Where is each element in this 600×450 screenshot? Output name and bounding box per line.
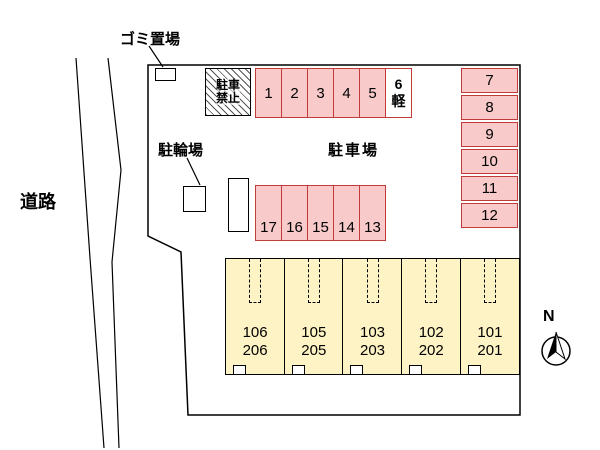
parking-space-6-kei: 6 軽 bbox=[385, 68, 412, 118]
compass-icon bbox=[541, 331, 571, 366]
entrance-porch bbox=[233, 365, 246, 374]
parking-space-12: 12 bbox=[461, 203, 518, 228]
parking-space-17: 17 bbox=[255, 185, 282, 241]
no-parking-box: 駐車 禁止 bbox=[205, 68, 251, 116]
unit-room-numbers: 106 206 bbox=[226, 324, 284, 360]
stair-dashed-outline bbox=[307, 259, 320, 303]
building-unit-102-202: 102 202 bbox=[401, 258, 462, 375]
room-number-upper: 101 bbox=[477, 324, 503, 341]
building-unit-105-205: 105 205 bbox=[283, 258, 344, 375]
parking-space-16: 16 bbox=[281, 185, 308, 241]
stair-dashed-outline bbox=[249, 259, 262, 303]
building-unit-106-206: 106 206 bbox=[225, 258, 286, 375]
parking-space-7: 7 bbox=[461, 68, 518, 93]
parking-space-2: 2 bbox=[281, 68, 308, 118]
kei-mark: 軽 bbox=[391, 93, 406, 109]
building: 106 206 105 205 103 203 102 20 bbox=[225, 258, 521, 375]
road-line-outer bbox=[75, 57, 105, 449]
parking-space-5: 5 bbox=[359, 68, 386, 118]
garbage-box bbox=[155, 68, 176, 81]
unit-room-numbers: 103 203 bbox=[343, 324, 401, 360]
garbage-pointer-line bbox=[148, 45, 164, 68]
room-number-lower: 202 bbox=[418, 342, 444, 359]
north-label: N bbox=[543, 308, 555, 325]
unit-room-numbers: 102 202 bbox=[402, 324, 460, 360]
unit-room-numbers: 101 201 bbox=[461, 324, 519, 360]
parking-space-9: 9 bbox=[461, 122, 518, 147]
parking-space-10: 10 bbox=[461, 149, 518, 174]
road-line-inner bbox=[107, 57, 122, 449]
parking-lot-label: 駐車場 bbox=[328, 142, 380, 159]
entrance-porch bbox=[291, 365, 305, 374]
stair-dashed-outline bbox=[366, 259, 379, 303]
room-number-lower: 203 bbox=[359, 342, 386, 359]
room-number-upper: 102 bbox=[418, 324, 444, 341]
room-number-lower: 201 bbox=[477, 342, 503, 359]
stair-dashed-outline bbox=[483, 259, 496, 303]
room-number-upper: 105 bbox=[301, 324, 327, 341]
kei-space-number: 6 bbox=[394, 76, 403, 92]
bicycle-shed-2 bbox=[228, 178, 249, 232]
building-unit-101-201: 101 201 bbox=[459, 258, 521, 375]
parking-space-4: 4 bbox=[333, 68, 360, 118]
parking-space-1: 1 bbox=[255, 68, 282, 118]
entrance-porch bbox=[350, 365, 364, 374]
stair-dashed-outline bbox=[425, 259, 438, 303]
bicycle-parking-label: 駐輪場 bbox=[158, 142, 204, 159]
parking-space-14: 14 bbox=[333, 185, 360, 241]
room-number-upper: 106 bbox=[242, 324, 268, 341]
room-number-lower: 206 bbox=[242, 342, 268, 359]
no-parking-line1: 駐車 bbox=[215, 78, 240, 92]
room-number-lower: 205 bbox=[301, 342, 327, 359]
room-number-upper: 103 bbox=[359, 324, 386, 341]
parking-space-11: 11 bbox=[461, 176, 518, 201]
entrance-porch bbox=[409, 365, 423, 374]
parking-space-8: 8 bbox=[461, 95, 518, 120]
site-boundary bbox=[147, 64, 521, 416]
bicycle-pointer-line bbox=[186, 157, 201, 186]
road-label: 道路 bbox=[20, 192, 56, 212]
building-unit-103-203: 103 203 bbox=[342, 258, 403, 375]
unit-room-numbers: 105 205 bbox=[285, 324, 343, 360]
no-parking-line2: 禁止 bbox=[215, 91, 240, 105]
bicycle-shed-1 bbox=[183, 186, 206, 212]
parking-space-15: 15 bbox=[307, 185, 334, 241]
entrance-porch bbox=[467, 365, 481, 374]
garbage-area-label: ゴミ置場 bbox=[120, 31, 181, 48]
no-parking-label: 駐車 禁止 bbox=[215, 78, 240, 105]
parking-space-13: 13 bbox=[359, 185, 386, 241]
parking-space-3: 3 bbox=[307, 68, 334, 118]
